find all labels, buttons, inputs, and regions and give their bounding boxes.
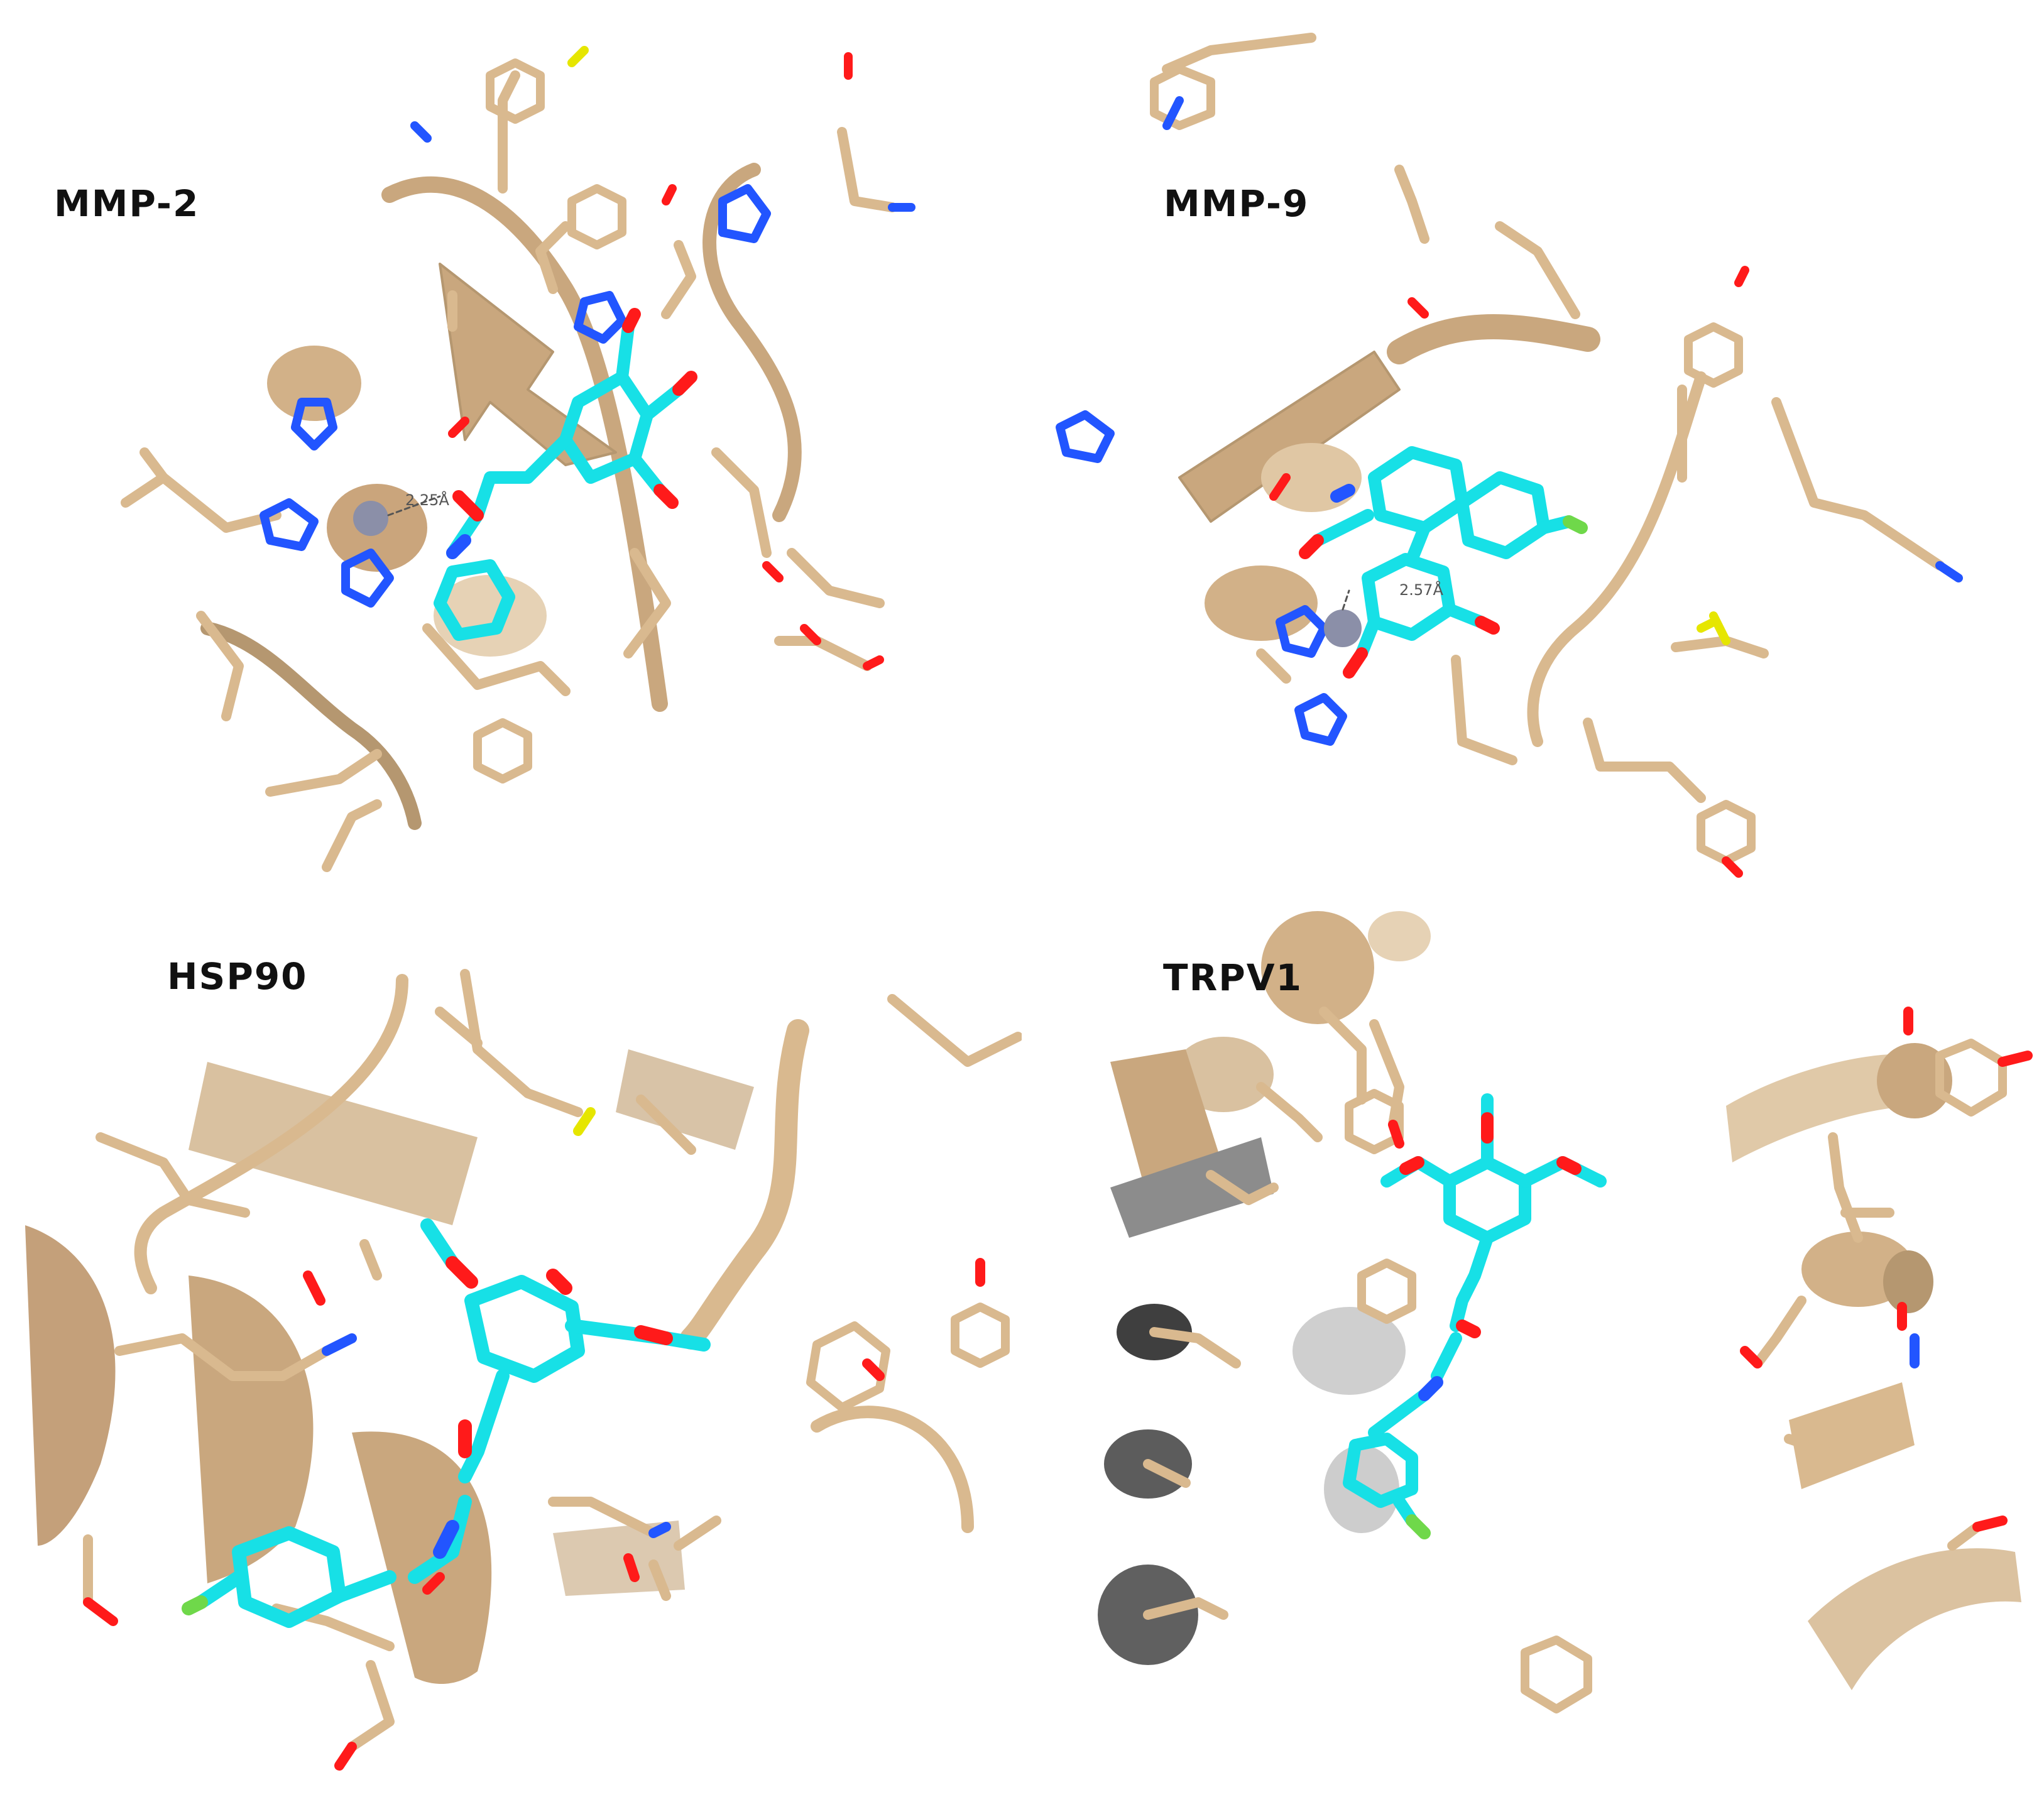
mmp2-structure: [121, 46, 915, 872]
distance-label: 2.25Å: [405, 491, 449, 509]
trpv1-helix: [1261, 911, 1374, 1024]
panel-label: HSP90: [167, 955, 308, 998]
mmp9-helix: [1205, 565, 1318, 641]
hsp90-helix: [189, 1062, 478, 1225]
trpv1-helix: [1808, 1548, 2021, 1690]
hsp90-helix: [25, 1225, 116, 1546]
trpv1-helix: [1877, 1043, 1952, 1118]
hsp90-helix: [352, 1431, 492, 1684]
trpv1-helix-grey: [1110, 1137, 1274, 1238]
hsp90-backbone: [811, 1406, 974, 1533]
trpv1-structure: [1098, 911, 2033, 1713]
panel-hsp90: HSP90: [0, 898, 1022, 1797]
panel-label: MMP-9: [1164, 182, 1309, 225]
hsp90-backbone: [134, 974, 408, 1294]
mmp2-backbone: [381, 176, 668, 712]
trpv1-helix: [1726, 1054, 1921, 1162]
mmp9-helix: [1178, 351, 1401, 523]
hsp90-ribbon: [680, 1019, 809, 1350]
mmp9-zinc: [1324, 609, 1362, 647]
mmp9-backbone: [1527, 371, 1707, 747]
mmp2-helix: [267, 346, 361, 421]
trpv1-helix: [1883, 1250, 1933, 1313]
trpv1-helix: [1368, 911, 1431, 961]
mmp2-backbone: [200, 621, 422, 830]
mmp9-helix: [1387, 314, 1600, 364]
hsp90-helix: [553, 1521, 685, 1596]
distance-label: 2.57Å: [1399, 581, 1443, 599]
panel-mmp9: MMP-9 2.57Å: [1022, 0, 2044, 898]
panel-label: MMP-2: [54, 182, 200, 225]
mmp2-zinc: [353, 501, 388, 536]
mmp2-sheet-arrow: [439, 263, 617, 466]
panel-trpv1: TRPV1: [1022, 898, 2044, 1797]
hsp90-helix: [616, 1049, 754, 1150]
mmp9-helix: [1261, 443, 1362, 512]
trpv1-helix-grey: [1293, 1307, 1406, 1395]
panel-label: TRPV1: [1163, 956, 1303, 999]
panel-mmp2: MMP-2 2.25Å: [0, 0, 1022, 898]
trpv1-helix: [1789, 1382, 1915, 1489]
hsp90-structure: [25, 969, 1022, 1771]
hsp90-helix: [189, 1275, 314, 1583]
mmp9-structure: [1056, 33, 1963, 878]
